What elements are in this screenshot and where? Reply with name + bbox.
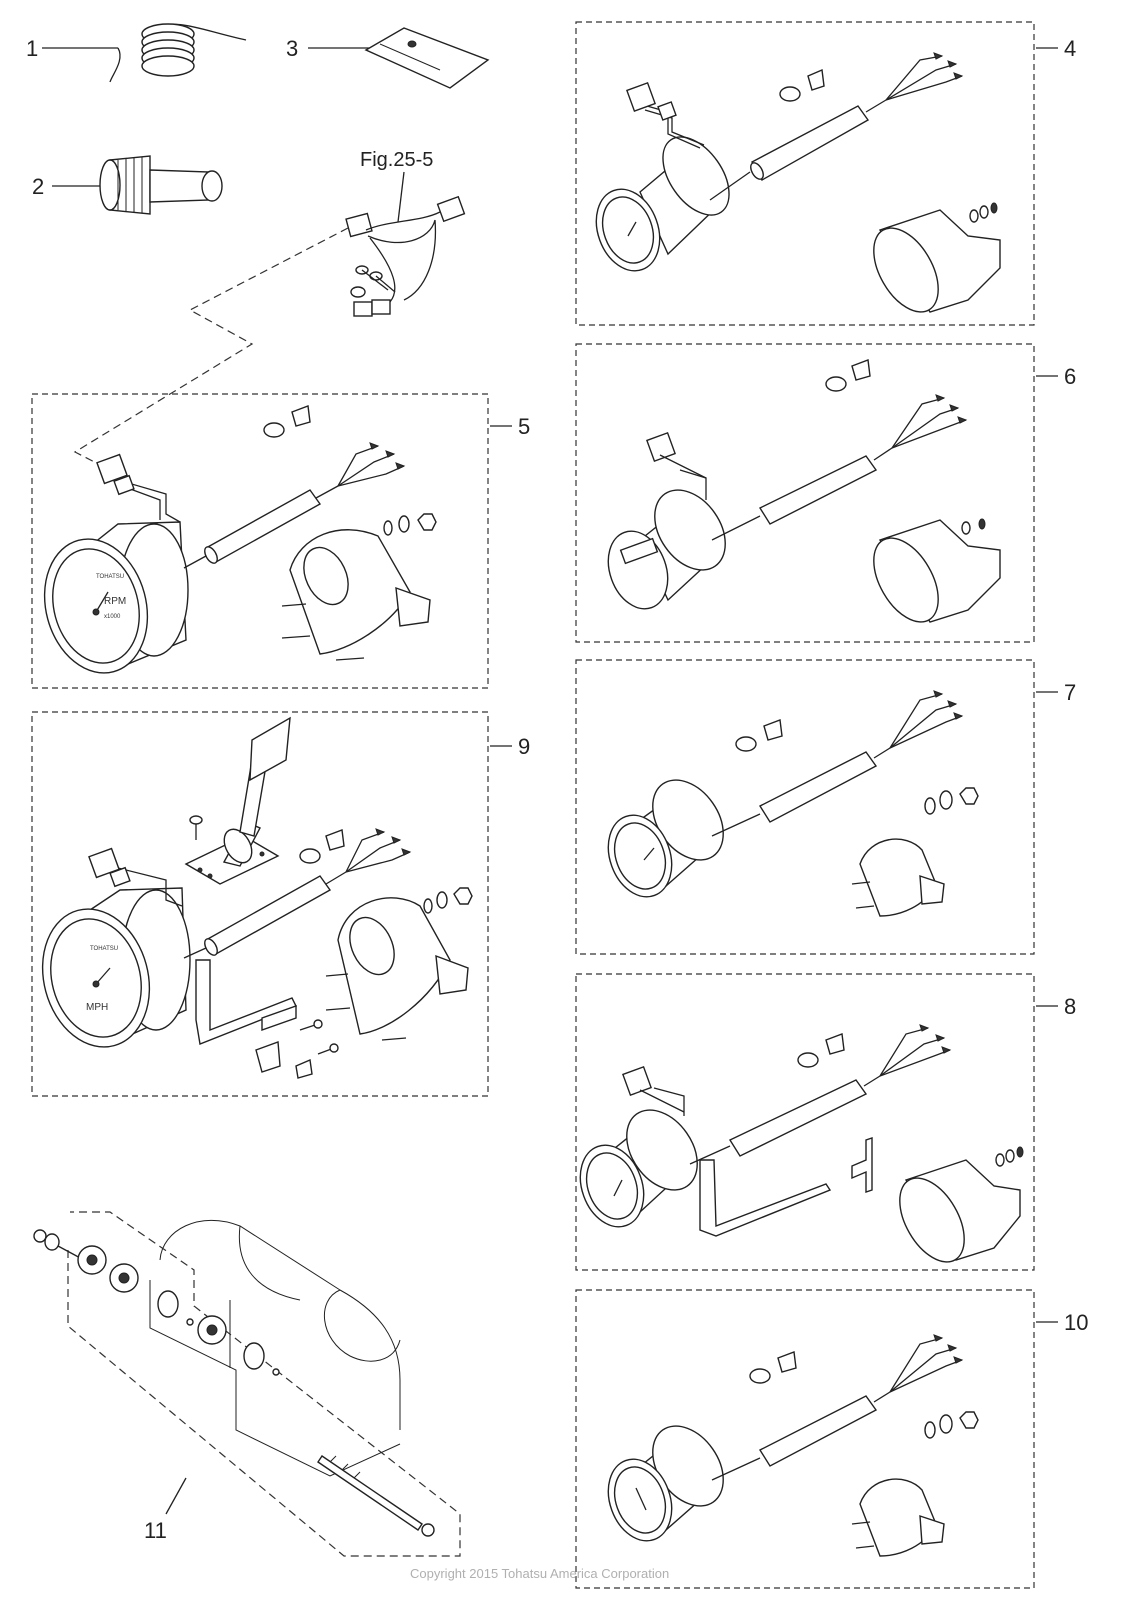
- tachometer-assembly-5: RPM x1000 TOHATSU: [43, 405, 437, 674]
- gauge-assembly-4: [595, 52, 1001, 313]
- wiring-harness: [345, 171, 466, 317]
- speedo-mph-label: MPH: [86, 1002, 108, 1013]
- callout-2: 2: [32, 174, 44, 199]
- part-1-coil: [42, 23, 247, 83]
- callout-3: 3: [286, 36, 298, 61]
- box-11: [67, 1211, 461, 1557]
- speedometer-assembly-9: MPH TOHATSU: [41, 716, 473, 1079]
- callout-9: 9: [518, 734, 530, 759]
- callout-6: 6: [1064, 364, 1076, 389]
- remote-control-assembly-11: [33, 1219, 435, 1537]
- tach-scale-label: x1000: [104, 614, 121, 620]
- harness-leader-line: [73, 227, 349, 471]
- copyright-notice: Copyright 2015 Tohatsu America Corporati…: [410, 1566, 669, 1581]
- callout-1: 1: [26, 36, 38, 61]
- figure-reference: Fig.25-5: [360, 149, 433, 171]
- callout-10: 10: [1064, 1310, 1088, 1335]
- tach-rpm-label: RPM: [104, 596, 126, 607]
- gauge-assembly-10: [607, 1334, 979, 1557]
- box-10: [575, 1289, 1035, 1589]
- box-5: [31, 393, 489, 689]
- tach-brand-label: TOHATSU: [96, 574, 124, 580]
- gauge-assembly-6: [607, 359, 1001, 623]
- callout-5: 5: [518, 414, 530, 439]
- box-6: [575, 343, 1035, 643]
- callout-7: 7: [1064, 680, 1076, 705]
- callout-4: 4: [1064, 36, 1076, 61]
- callout-8: 8: [1064, 994, 1076, 1019]
- gauge-assembly-8: [579, 1024, 1024, 1263]
- box-7: [575, 659, 1035, 955]
- part-2-fitting: [52, 155, 223, 215]
- part-3-pouch: [308, 27, 490, 89]
- box-4: [575, 21, 1035, 326]
- box-8: [575, 973, 1035, 1271]
- callout-11: 11: [144, 1518, 167, 1543]
- gauge-assembly-7: [607, 690, 979, 917]
- speedo-brand-label: TOHATSU: [90, 946, 118, 952]
